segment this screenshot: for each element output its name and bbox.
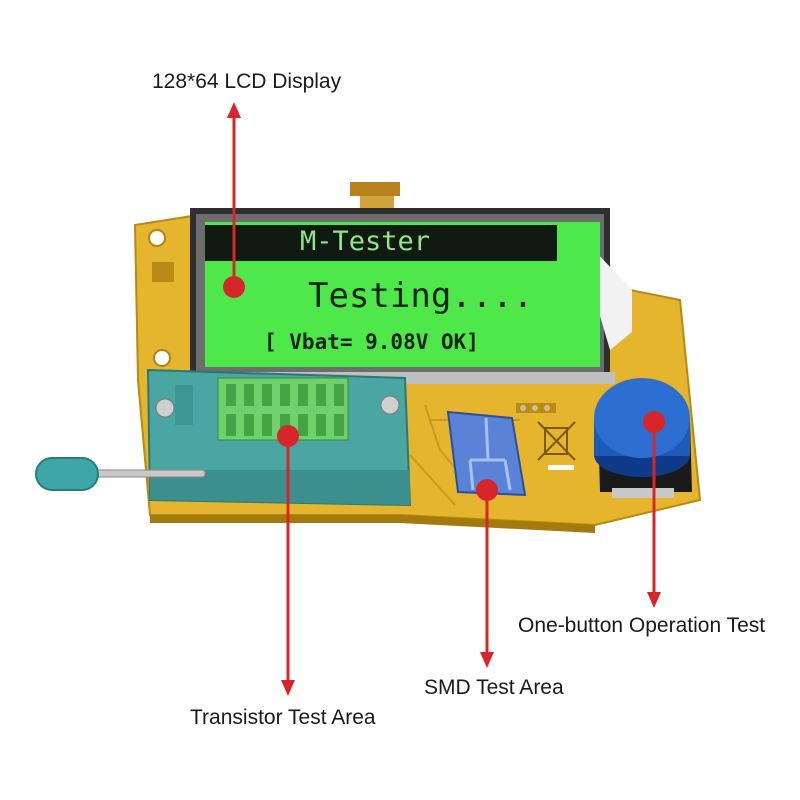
lcd-status-text: Testing.... — [308, 276, 534, 316]
callout-pointers — [223, 102, 665, 696]
lcd-module — [185, 208, 632, 384]
push-button — [594, 378, 692, 498]
lcd-display-label: 128*64 LCD Display — [152, 70, 342, 93]
transistor-test-area-label: Transistor Test Area — [190, 706, 376, 729]
lcd-battery-text: [ Vbat= 9.08V OK] — [264, 330, 479, 354]
one-button-operation-label: One-button Operation Test — [518, 614, 766, 637]
lcd-ribbon — [350, 182, 400, 210]
smd-test-area-label: SMD Test Area — [424, 676, 564, 699]
socket-lever — [35, 457, 206, 491]
lcd-title: M-Tester — [300, 226, 431, 257]
smd-pad — [446, 410, 527, 497]
